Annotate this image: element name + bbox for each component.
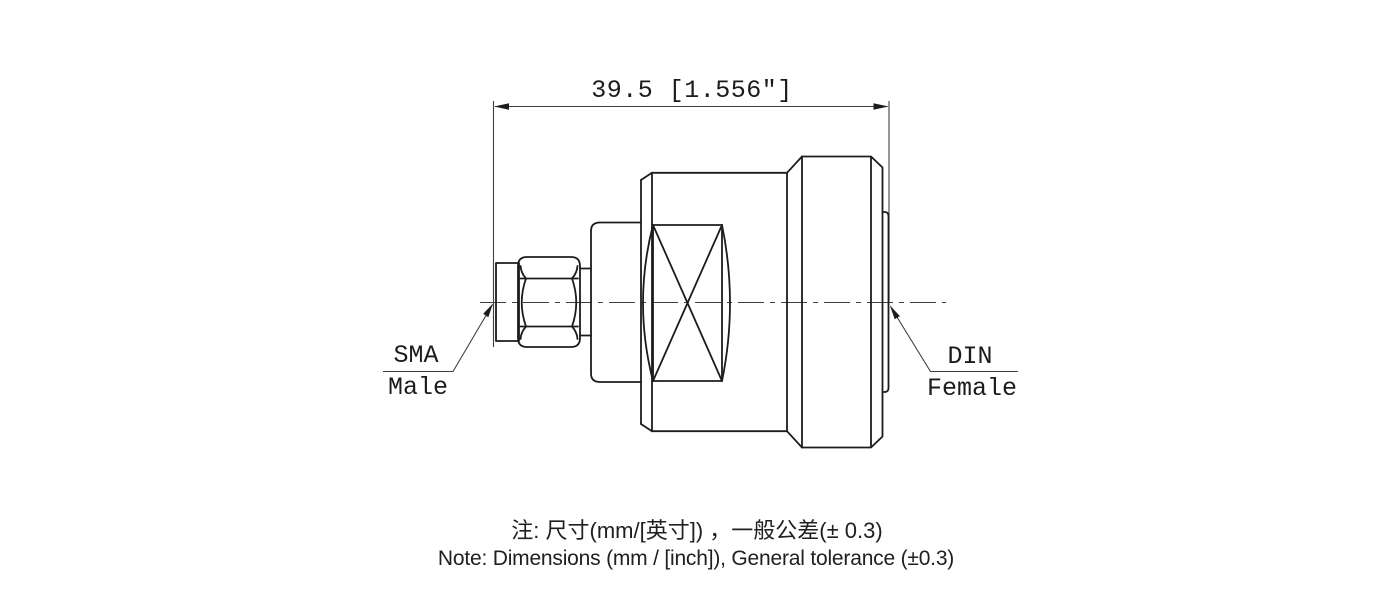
label-female: Female [926, 374, 1018, 403]
leader-line-din [890, 306, 1018, 373]
knurl-cross-diagonal-2 [652, 224, 723, 382]
leader-arrow-sma-icon [483, 303, 493, 318]
din-cap-outline [801, 155, 884, 449]
hex-corner-arc-tr [571, 265, 579, 280]
note-line-english: Note: Dimensions (mm / [inch]), General … [437, 547, 955, 570]
hex-corner-arc-bl [519, 325, 527, 340]
flange-chamfer-bottom [640, 423, 653, 433]
hex-corner-arc-br [571, 325, 579, 340]
leader-arrow-din-icon [890, 305, 900, 320]
mid-cylinder [590, 221, 642, 383]
label-din: DIN [947, 342, 993, 371]
knurl-barrel-arc-right [721, 224, 731, 382]
label-male: Male [387, 373, 449, 402]
dimension-arrow-right-icon [873, 103, 889, 110]
cap-chamfer-top [786, 155, 803, 174]
arrowheads [483, 103, 900, 320]
note-line-chinese: 注: 尺寸(mm/[英寸]) ，一般公差(± 0.3) [511, 518, 883, 543]
flange-chamfer-top [640, 171, 653, 181]
cap-chamfer-bottom [786, 430, 803, 449]
dimension-text: 39.5 [1.556″] [591, 76, 793, 105]
hex-corner-arc-tl [519, 265, 527, 280]
label-sma: SMA [393, 341, 439, 370]
hex-chamfer-arc-left [520, 277, 527, 328]
annotation-lines [383, 101, 1018, 373]
knurl-barrel-arc-left [642, 224, 654, 382]
dimension-arrow-left-icon [494, 103, 509, 110]
leader-line-sma [383, 304, 493, 373]
adapter-outline [495, 155, 890, 449]
hex-chamfer-arc-right [571, 277, 578, 328]
din-interface-ring [881, 211, 890, 393]
sma-hex-nut-outline [517, 256, 581, 348]
